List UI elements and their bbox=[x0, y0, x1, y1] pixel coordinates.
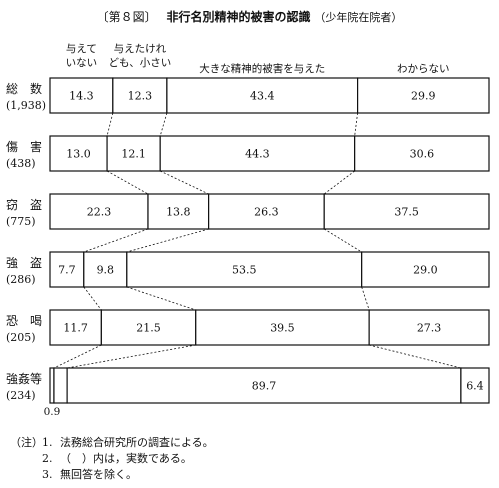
row-count: (438) bbox=[6, 157, 36, 170]
bar-segment bbox=[159, 135, 356, 172]
bar-segment bbox=[100, 309, 197, 346]
row-label: 窃 盗 bbox=[6, 197, 42, 212]
category-header: いない bbox=[66, 57, 98, 69]
connector-line bbox=[324, 228, 362, 253]
row-count: (286) bbox=[6, 273, 36, 286]
data-label: 0.9 bbox=[44, 406, 61, 418]
row-label: 強 盗 bbox=[6, 255, 42, 270]
data-label: 13.0 bbox=[66, 148, 91, 161]
connector-line bbox=[323, 170, 355, 195]
connector-line bbox=[160, 170, 209, 195]
connector-line bbox=[126, 286, 196, 311]
figure-title: 非行名別精神的被害の認識 bbox=[166, 10, 311, 24]
data-label: 53.5 bbox=[232, 264, 257, 277]
bar-segment bbox=[354, 135, 490, 172]
data-label: 89.7 bbox=[252, 380, 277, 393]
data-label: 13.8 bbox=[166, 206, 191, 219]
connector-line bbox=[67, 344, 196, 369]
footnote-number: 2. bbox=[42, 452, 53, 465]
footnote-text: 無回答を除く。 bbox=[60, 468, 137, 481]
row-count: (1,938) bbox=[6, 99, 46, 112]
category-header: 与えて bbox=[66, 43, 97, 55]
bar-segment bbox=[166, 77, 359, 114]
data-label: 30.6 bbox=[410, 148, 435, 161]
data-label: 29.0 bbox=[413, 264, 438, 277]
connector-line bbox=[83, 286, 102, 311]
bar-segment bbox=[195, 309, 370, 346]
connector-line bbox=[106, 112, 114, 137]
bar-segment bbox=[460, 367, 490, 404]
row-label: 傷 害 bbox=[6, 139, 42, 154]
bar-segment bbox=[357, 77, 490, 114]
figure-number: 〔第８図〕 bbox=[96, 10, 157, 24]
category-header: 与えたけれ bbox=[114, 43, 167, 55]
data-label: 22.3 bbox=[87, 206, 112, 219]
figure-subtitle: （少年院在院者） bbox=[314, 11, 403, 24]
data-label: 29.9 bbox=[411, 90, 436, 103]
footnote-lead: （注） bbox=[10, 436, 43, 449]
row-label: 総 数 bbox=[6, 81, 42, 96]
data-label: 26.3 bbox=[254, 206, 279, 219]
connector-line bbox=[106, 170, 149, 195]
connector-line bbox=[83, 228, 149, 253]
data-label: 44.3 bbox=[245, 148, 270, 161]
data-label: 7.7 bbox=[58, 264, 76, 277]
footnotes: （注） 1. 法務総合研究所の調査による。 2. （ ）内は，実数である。 3.… bbox=[10, 435, 214, 483]
connector-line bbox=[53, 344, 102, 369]
category-header: ども、小さい bbox=[109, 57, 172, 69]
connector-line bbox=[159, 112, 168, 137]
data-label: 6.4 bbox=[466, 380, 484, 393]
row-label: 強姦等 bbox=[6, 371, 42, 386]
data-label: 14.3 bbox=[69, 90, 94, 103]
bar-segment bbox=[126, 251, 363, 288]
footnote-number: 1. bbox=[42, 436, 53, 449]
bar-segment bbox=[49, 251, 85, 288]
bar-segment bbox=[83, 251, 128, 288]
bar-segment bbox=[66, 367, 462, 404]
bar-segment bbox=[49, 193, 149, 230]
bar-segment bbox=[368, 309, 490, 346]
row-label: 恐 喝 bbox=[6, 314, 42, 328]
data-label: 27.3 bbox=[417, 322, 442, 335]
data-label: 11.7 bbox=[63, 322, 88, 335]
footnote-text: （ ）内は，実数である。 bbox=[60, 452, 192, 465]
connector-line bbox=[369, 344, 462, 369]
category-header: わからない bbox=[397, 63, 450, 75]
row-count: (234) bbox=[6, 389, 36, 402]
data-label: 39.5 bbox=[270, 322, 295, 335]
data-label: 43.4 bbox=[250, 90, 275, 103]
bar-segment bbox=[323, 193, 490, 230]
connector-line bbox=[361, 286, 370, 311]
data-label: 9.8 bbox=[97, 264, 115, 277]
bar-segment bbox=[53, 367, 68, 404]
bar-segment bbox=[49, 309, 102, 346]
footnote-text: 法務総合研究所の調査による。 bbox=[60, 436, 214, 449]
bar-segment bbox=[208, 193, 325, 230]
bar-segment bbox=[49, 135, 108, 172]
data-label: 12.3 bbox=[128, 90, 153, 103]
bar-segment bbox=[49, 77, 114, 114]
data-label: 12.1 bbox=[121, 148, 146, 161]
chart-title: 〔第８図〕 非行名別精神的被害の認識 （少年院在院者） bbox=[0, 8, 499, 25]
data-label: 37.5 bbox=[394, 206, 419, 219]
connector-line bbox=[354, 112, 359, 137]
category-header: 大きな精神的被害を与えた bbox=[199, 62, 325, 75]
footnote-number: 3. bbox=[42, 468, 53, 481]
bar-segment bbox=[361, 251, 490, 288]
data-label: 21.5 bbox=[136, 322, 161, 335]
row-count: (205) bbox=[6, 331, 36, 344]
row-count: (775) bbox=[6, 215, 36, 228]
